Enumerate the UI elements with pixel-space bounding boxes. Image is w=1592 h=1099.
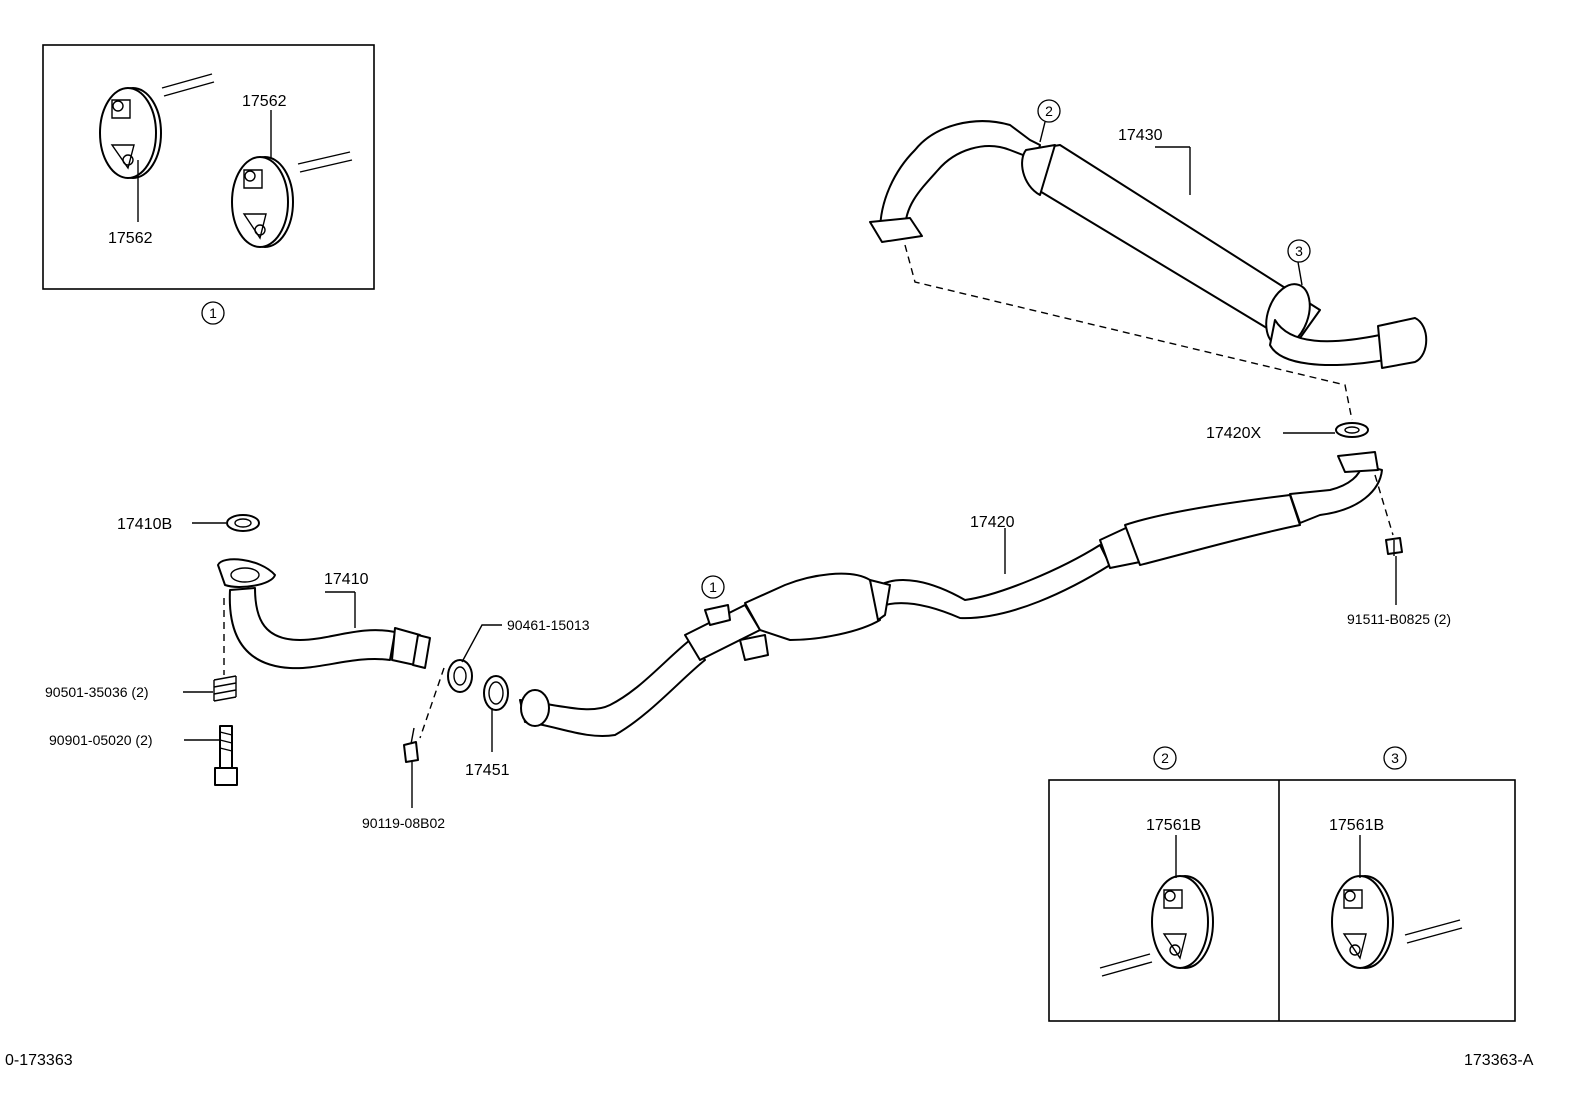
front-pipe-17410[interactable] xyxy=(217,558,431,670)
callout-2-muffler: 2 xyxy=(1037,99,1061,123)
dashed-muffler-connection xyxy=(904,244,1353,421)
center-pipe-17420[interactable] xyxy=(879,451,1383,620)
svg-text:2: 2 xyxy=(1161,750,1169,766)
svg-text:1: 1 xyxy=(209,305,217,321)
inset-hangers-frame xyxy=(1048,779,1516,1022)
svg-text:3: 3 xyxy=(1391,750,1399,766)
label-17561b-rear: 17561B xyxy=(1329,817,1384,834)
label-90901: 90901-05020 (2) xyxy=(49,732,153,748)
label-17420: 17420 xyxy=(970,514,1015,531)
footer-left-code: 0-173363 xyxy=(5,1052,73,1069)
label-91511: 91511-B0825 (2) xyxy=(1347,611,1451,627)
label-17410: 17410 xyxy=(324,571,369,588)
callout-3-inset: 3 xyxy=(1383,746,1407,770)
label-90461: 90461-15013 xyxy=(507,617,590,633)
dashed-bolt-90119 xyxy=(419,667,445,739)
callout-2-inset: 2 xyxy=(1153,746,1177,770)
label-17420x: 17420X xyxy=(1206,425,1261,442)
nut-90461[interactable] xyxy=(447,659,473,693)
svg-text:1: 1 xyxy=(709,579,717,595)
label-90119: 90119-08B02 xyxy=(362,815,445,831)
label-17430: 17430 xyxy=(1118,127,1163,144)
leader-callout-2 xyxy=(1039,121,1046,143)
dashed-bolt-91511 xyxy=(1374,474,1394,536)
label-17561b-front: 17561B xyxy=(1146,817,1201,834)
leader-callout-3 xyxy=(1297,261,1303,286)
bolt-90119[interactable] xyxy=(403,727,419,763)
label-90501: 90501-35036 (2) xyxy=(45,684,149,700)
muffler-17430[interactable] xyxy=(869,120,1428,369)
hanger-17561b-front[interactable] xyxy=(1099,875,1214,977)
label-17451: 17451 xyxy=(465,762,510,779)
leader-90461 xyxy=(461,624,502,663)
label-17562-bottom: 17562 xyxy=(108,230,153,247)
gasket-17451[interactable] xyxy=(483,675,509,711)
callout-1-inset: 1 xyxy=(201,301,225,325)
bolt-91511[interactable] xyxy=(1385,537,1403,556)
hanger-17562-left[interactable] xyxy=(99,73,215,179)
svg-text:2: 2 xyxy=(1045,103,1053,119)
gasket-17420x[interactable] xyxy=(1335,422,1369,438)
footer-right-code: 173363-A xyxy=(1464,1052,1534,1069)
hanger-17561b-rear[interactable] xyxy=(1331,875,1463,969)
gasket-17410b[interactable] xyxy=(226,514,260,532)
catalytic-converter-front-pipe[interactable] xyxy=(519,572,891,737)
inset-hanger-set-frame xyxy=(42,44,375,290)
callout-1-pipe: 1 xyxy=(701,575,725,599)
label-17410b: 17410B xyxy=(117,516,172,533)
bolt-90901[interactable] xyxy=(214,725,238,786)
callout-3-muffler: 3 xyxy=(1287,239,1311,263)
spring-90501[interactable] xyxy=(213,675,237,702)
svg-text:3: 3 xyxy=(1295,243,1303,259)
hanger-17562-right[interactable] xyxy=(231,151,353,248)
label-17562-top: 17562 xyxy=(242,93,287,110)
